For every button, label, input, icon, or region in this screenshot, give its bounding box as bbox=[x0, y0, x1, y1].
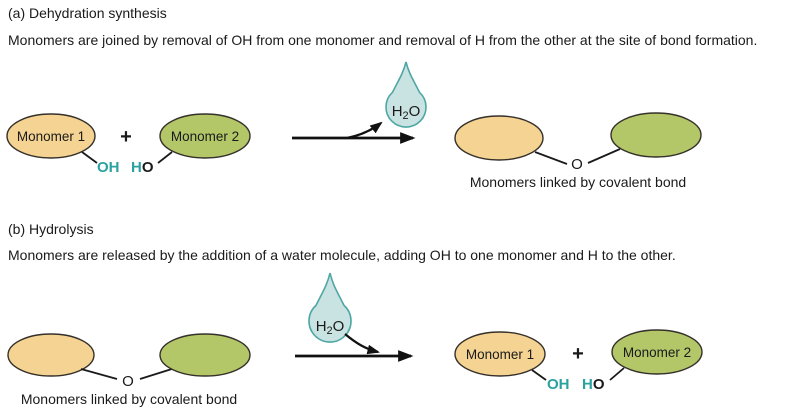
monomer2-bond-line bbox=[157, 151, 173, 164]
dehydration-figure: Monomer 1 + Monomer 2 OH HO H2O O bbox=[6, 61, 702, 190]
product-bond-left-a bbox=[534, 151, 568, 165]
hydroxyl-oh-label-b: OH bbox=[547, 376, 570, 393]
product-monomer2-label-b: Monomer 2 bbox=[623, 345, 691, 360]
product-monomer2-ellipse-a bbox=[610, 112, 702, 158]
monomer2-label: Monomer 2 bbox=[171, 129, 239, 144]
water-formula-b: H2O bbox=[316, 318, 345, 337]
product-monomer2-ellipse-b bbox=[611, 329, 703, 375]
water-droplet-b: H2O bbox=[308, 272, 352, 343]
section-b-description: Monomers are released by the addition of… bbox=[8, 247, 676, 263]
water-droplet-a: H2O bbox=[385, 61, 427, 128]
water-h-a: H bbox=[392, 103, 403, 120]
monomer1-bond-line bbox=[81, 151, 98, 164]
droplet-shape-b bbox=[308, 272, 352, 343]
monomer2-ellipse bbox=[159, 113, 251, 159]
water-in-arrow bbox=[344, 333, 381, 355]
product-monomer1-label-b: Monomer 1 bbox=[466, 347, 534, 362]
reactant-bond-right-b bbox=[139, 367, 176, 380]
reactant-monomer1-ellipse-b bbox=[7, 333, 95, 377]
product2-bond-line-b bbox=[609, 367, 625, 381]
water-h-b: H bbox=[316, 318, 327, 335]
hydroxyl-ho-label-a: HO bbox=[131, 159, 154, 176]
covalent-bond-caption-a: Monomers linked by covalent bond bbox=[470, 174, 686, 190]
ho-h-b: H bbox=[582, 376, 593, 393]
hydroxyl-ho-label-b: HO bbox=[582, 376, 605, 393]
water-sub-b: 2 bbox=[327, 325, 333, 337]
water-o-b: O bbox=[333, 318, 345, 335]
product-monomer1-ellipse-a bbox=[454, 115, 544, 161]
water-out-arrow bbox=[346, 121, 383, 140]
hydroxyl-oh-label-a: OH bbox=[97, 159, 120, 176]
product-bond-right-a bbox=[587, 148, 621, 164]
reactant-bond-left-b bbox=[80, 368, 118, 380]
ho-h-a: H bbox=[131, 159, 142, 176]
section-a-heading: (a) Dehydration synthesis bbox=[8, 5, 167, 21]
water-formula-a: H2O bbox=[392, 103, 421, 122]
product-monomer1-ellipse-b bbox=[454, 331, 546, 377]
bridge-oxygen-b: O bbox=[122, 373, 134, 390]
covalent-bond-caption-b: Monomers linked by covalent bond bbox=[21, 391, 237, 407]
section-a-description: Monomers are joined by removal of OH fro… bbox=[8, 32, 758, 48]
hydrolysis-figure: O Monomers linked by covalent bond H2O M… bbox=[7, 272, 703, 407]
product1-bond-line-b bbox=[531, 369, 547, 381]
plus-sign-a: + bbox=[120, 126, 132, 148]
droplet-shape-a bbox=[385, 61, 427, 128]
plus-sign-b: + bbox=[572, 343, 584, 365]
water-sub-a: 2 bbox=[403, 110, 409, 122]
monomer1-ellipse bbox=[6, 113, 96, 159]
water-o-a: O bbox=[409, 103, 421, 120]
section-b-heading: (b) Hydrolysis bbox=[8, 221, 94, 237]
ho-o-b: O bbox=[593, 376, 605, 393]
bridge-oxygen-a: O bbox=[571, 156, 583, 173]
monomer1-label: Monomer 1 bbox=[17, 129, 85, 144]
ho-o-a: O bbox=[142, 159, 154, 176]
reactant-monomer2-ellipse-b bbox=[159, 333, 251, 377]
